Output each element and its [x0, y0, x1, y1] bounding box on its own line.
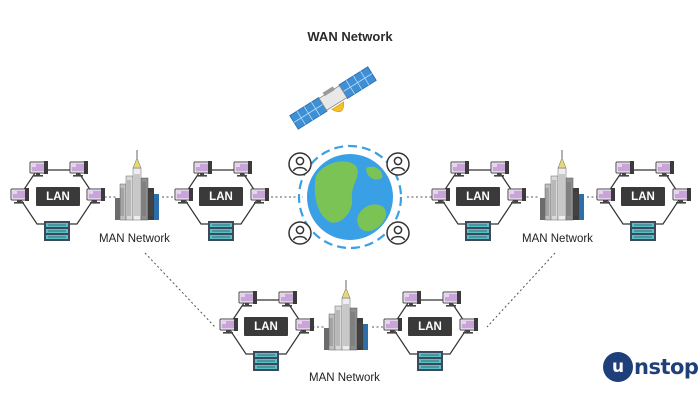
computer-icon: [250, 187, 270, 205]
computer-icon: [442, 290, 462, 308]
unstop-logo: u nstop: [603, 352, 699, 382]
computer-icon: [431, 187, 451, 205]
globe-ring: [297, 144, 403, 250]
computer-icon: [450, 160, 470, 178]
computer-icon: [672, 187, 692, 205]
satellite-icon: [289, 66, 377, 130]
logo-mark: u: [603, 352, 633, 382]
computer-icon: [193, 160, 213, 178]
computer-icon: [86, 187, 106, 205]
server-rack-icon: [416, 350, 444, 372]
computer-icon: [69, 160, 89, 178]
computer-icon: [174, 187, 194, 205]
globe-land: [366, 166, 383, 180]
user-icon: [386, 152, 410, 176]
server-rack-icon: [629, 220, 657, 242]
user-icon: [288, 221, 312, 245]
computer-icon: [233, 160, 253, 178]
computer-icon: [459, 317, 479, 335]
man-network-label: MAN Network: [309, 372, 380, 384]
computer-icon: [10, 187, 30, 205]
lan-label: LAN: [36, 187, 80, 206]
dotted-link: [486, 252, 556, 328]
computer-icon: [238, 290, 258, 308]
computer-icon: [596, 187, 616, 205]
computer-icon: [219, 317, 239, 335]
man-network-label: MAN Network: [99, 233, 170, 245]
city-buildings-icon: [323, 279, 369, 351]
computer-icon: [295, 317, 315, 335]
globe-land: [314, 161, 358, 223]
lan-label: LAN: [456, 187, 500, 206]
city-buildings-icon: [539, 149, 585, 221]
computer-icon: [278, 290, 298, 308]
logo-wordmark: nstop: [634, 355, 699, 379]
user-icon: [288, 152, 312, 176]
computer-icon: [29, 160, 49, 178]
computer-icon: [402, 290, 422, 308]
computer-icon: [615, 160, 635, 178]
lan-label: LAN: [621, 187, 665, 206]
globe-land: [357, 204, 387, 232]
server-rack-icon: [464, 220, 492, 242]
computer-icon: [507, 187, 527, 205]
man-network-label: MAN Network: [522, 233, 593, 245]
server-rack-icon: [43, 220, 71, 242]
computer-icon: [655, 160, 675, 178]
diagram-title: WAN Network: [307, 29, 393, 44]
lan-label: LAN: [199, 187, 243, 206]
lan-label: LAN: [408, 317, 452, 336]
user-icon: [386, 221, 410, 245]
server-rack-icon: [252, 350, 280, 372]
lan-label: LAN: [244, 317, 288, 336]
computer-icon: [490, 160, 510, 178]
computer-icon: [383, 317, 403, 335]
dotted-link: [144, 252, 216, 328]
city-buildings-icon: [114, 149, 160, 221]
server-rack-icon: [207, 220, 235, 242]
